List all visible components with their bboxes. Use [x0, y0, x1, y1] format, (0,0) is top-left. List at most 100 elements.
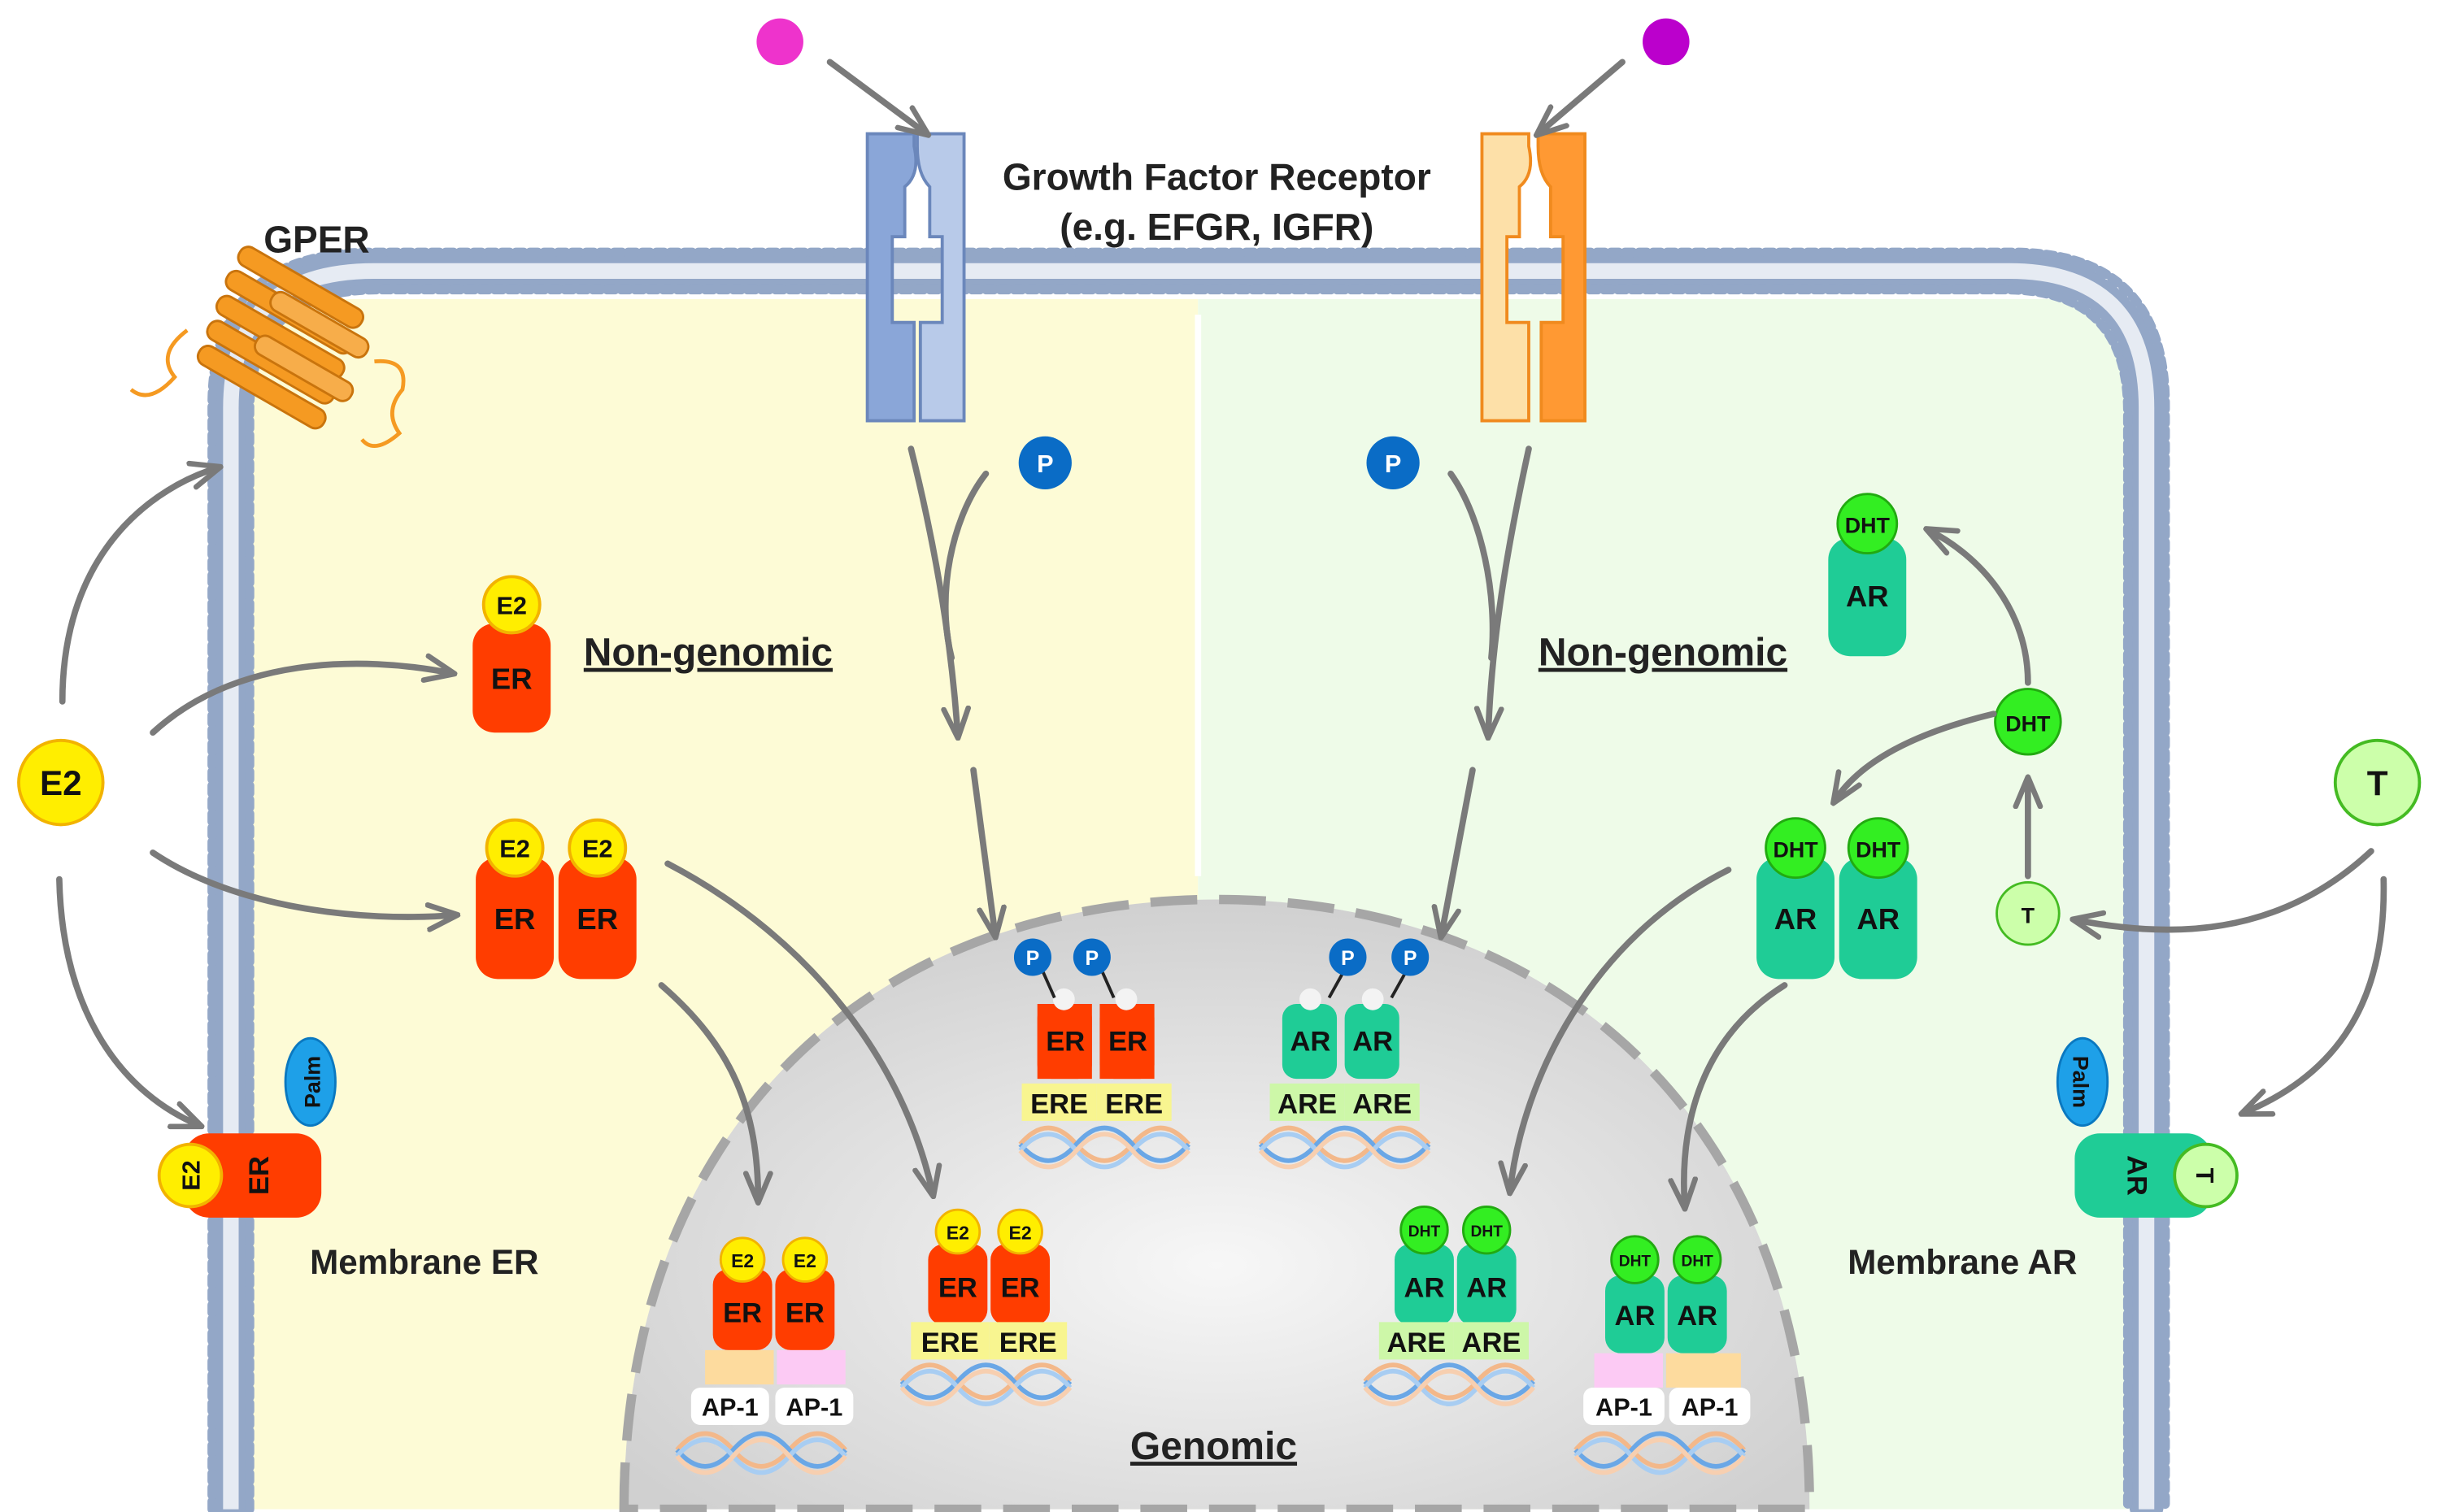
free-dht: DHT: [1994, 688, 2062, 756]
arrow-dht-to-ar-monomer: [1928, 530, 2031, 686]
svg-text:P: P: [1385, 450, 1401, 478]
membrane-ar-label: Membrane AR: [1848, 1243, 2077, 1281]
svg-text:AR: AR: [1290, 1027, 1330, 1058]
svg-text:E2: E2: [947, 1223, 969, 1244]
svg-text:DHT: DHT: [1471, 1223, 1504, 1240]
svg-text:E2: E2: [1009, 1223, 1032, 1244]
gper-label: GPER: [263, 218, 369, 260]
svg-text:ER: ER: [1046, 1027, 1085, 1058]
arrow-t-source-to-membrane-ar: [2244, 875, 2387, 1114]
arrow-e2-to-gper: [59, 467, 219, 705]
growth-factor-receptor-icon: [865, 132, 966, 423]
arrow-orange-receptor-down: [1488, 445, 1532, 736]
svg-text:AR: AR: [1352, 1027, 1393, 1058]
arrow-to-nuclear-p-ar: [1442, 767, 1476, 935]
svg-text:ER: ER: [786, 1297, 825, 1328]
svg-text:ARE: ARE: [1462, 1327, 1521, 1358]
svg-text:DHT: DHT: [2005, 711, 2051, 736]
arrow-er-dimer-to-ere: [664, 860, 933, 1194]
svg-text:E2: E2: [582, 835, 613, 863]
svg-text:T: T: [2367, 764, 2388, 802]
svg-text:AR: AR: [1856, 902, 1900, 936]
arrow-e2-to-membrane-er: [56, 875, 200, 1126]
svg-text:AP-1: AP-1: [786, 1393, 842, 1421]
arrow-ligand-to-blue-receptor: [826, 59, 927, 133]
svg-text:E2: E2: [794, 1250, 816, 1271]
arrow-er-dimer-to-ap1: [658, 982, 758, 1201]
svg-text:AR: AR: [1677, 1301, 1717, 1332]
arrow-dht-to-ar-dimer: [1834, 710, 1997, 801]
arrow-phosphate-left-merge: [942, 470, 990, 661]
svg-text:ER: ER: [1108, 1027, 1147, 1058]
gper-seven-helix-icon: [129, 245, 406, 448]
svg-text:DHT: DHT: [1619, 1253, 1652, 1270]
svg-text:DHT: DHT: [1856, 838, 1901, 862]
svg-text:ER: ER: [938, 1273, 977, 1304]
svg-text:AR: AR: [1774, 902, 1817, 936]
arrow-e2-to-er-monomer: [150, 663, 452, 736]
testosterone-source: T: [2333, 738, 2422, 827]
nuclear-p-ar-are-complex: AR AR P P ARE ARE: [1260, 938, 1429, 1167]
svg-text:P: P: [1026, 947, 1040, 970]
svg-text:AR: AR: [1404, 1273, 1445, 1304]
arrow-t-source-to-small-t: [2074, 848, 2374, 930]
svg-text:ER: ER: [494, 902, 536, 936]
svg-text:E2: E2: [177, 1160, 206, 1191]
membrane-er-label: Membrane ER: [310, 1243, 538, 1281]
svg-text:T: T: [2022, 903, 2035, 928]
phosphate-left: P: [1018, 436, 1072, 489]
svg-text:AP-1: AP-1: [702, 1393, 759, 1421]
svg-text:P: P: [1341, 947, 1355, 970]
svg-text:T: T: [2191, 1168, 2219, 1184]
nuclear-e2-er-ap1-complex: ER ER E2 E2 AP-1 AP-1: [677, 1236, 854, 1473]
dht-ar-monomer: AR DHT: [1828, 493, 1907, 657]
dht-ar-dimer: AR AR DHT DHT: [1756, 817, 1917, 980]
pathway-arrows: [56, 59, 2387, 1206]
genomic-label: Genomic: [1130, 1425, 1297, 1468]
svg-text:ER: ER: [244, 1156, 275, 1195]
non-genomic-right-label: Non-genomic: [1539, 632, 1787, 675]
arrow-ar-dimer-to-ap1: [1684, 982, 1788, 1206]
svg-text:ARE: ARE: [1277, 1088, 1337, 1119]
e2-er-monomer: ER E2: [472, 575, 551, 733]
svg-text:ERE: ERE: [921, 1327, 979, 1358]
svg-text:ARE: ARE: [1352, 1088, 1412, 1119]
svg-text:AR: AR: [1846, 580, 1889, 613]
svg-text:E2: E2: [499, 835, 530, 863]
svg-text:E2: E2: [731, 1250, 754, 1271]
growth-factor-receptor-icon: [1480, 132, 1586, 423]
e2-source: E2: [17, 738, 105, 827]
free-testosterone: T: [1996, 880, 2061, 946]
svg-text:ARE: ARE: [1386, 1327, 1446, 1358]
svg-text:P: P: [1037, 450, 1053, 478]
arrow-phosphate-right-merge: [1447, 470, 1496, 661]
svg-text:AR: AR: [1466, 1273, 1507, 1304]
arrow-ar-dimer-to-are: [1510, 867, 1732, 1191]
nuclear-dht-ar-are-complex: AR AR DHT DHT ARE ARE: [1365, 1205, 1534, 1404]
arrow-blue-receptor-down: [907, 445, 958, 736]
svg-text:ER: ER: [491, 663, 533, 696]
svg-text:DHT: DHT: [1408, 1223, 1441, 1240]
svg-text:ER: ER: [577, 902, 618, 936]
svg-text:DHT: DHT: [1845, 514, 1891, 538]
e2-er-dimer: ER ER E2 E2: [476, 818, 637, 980]
svg-text:AP-1: AP-1: [1682, 1393, 1739, 1421]
svg-text:ERE: ERE: [1030, 1088, 1088, 1119]
arrow-e2-to-er-dimer: [150, 849, 455, 917]
svg-text:P: P: [1086, 947, 1099, 970]
membrane-ar: Palm AR T: [2056, 1036, 2239, 1218]
growth-factor-examples-label: (e.g. EFGR, IGFR): [1060, 206, 1373, 248]
growth-factor-receptor-label: Growth Factor Receptor: [1003, 156, 1431, 198]
non-genomic-left-label: Non-genomic: [584, 632, 833, 675]
svg-text:DHT: DHT: [1773, 838, 1818, 862]
svg-text:ERE: ERE: [999, 1327, 1057, 1358]
svg-text:Palm: Palm: [300, 1056, 324, 1108]
nuclear-e2-er-ere-complex: ER ER E2 E2 ERE ERE: [902, 1208, 1070, 1404]
svg-text:DHT: DHT: [1681, 1253, 1713, 1270]
phosphate-right: P: [1366, 436, 1420, 489]
svg-text:E2: E2: [40, 764, 82, 802]
svg-text:AR: AR: [1615, 1301, 1656, 1332]
svg-text:AP-1: AP-1: [1595, 1393, 1652, 1421]
ligand-dot-icon: [1643, 18, 1690, 66]
